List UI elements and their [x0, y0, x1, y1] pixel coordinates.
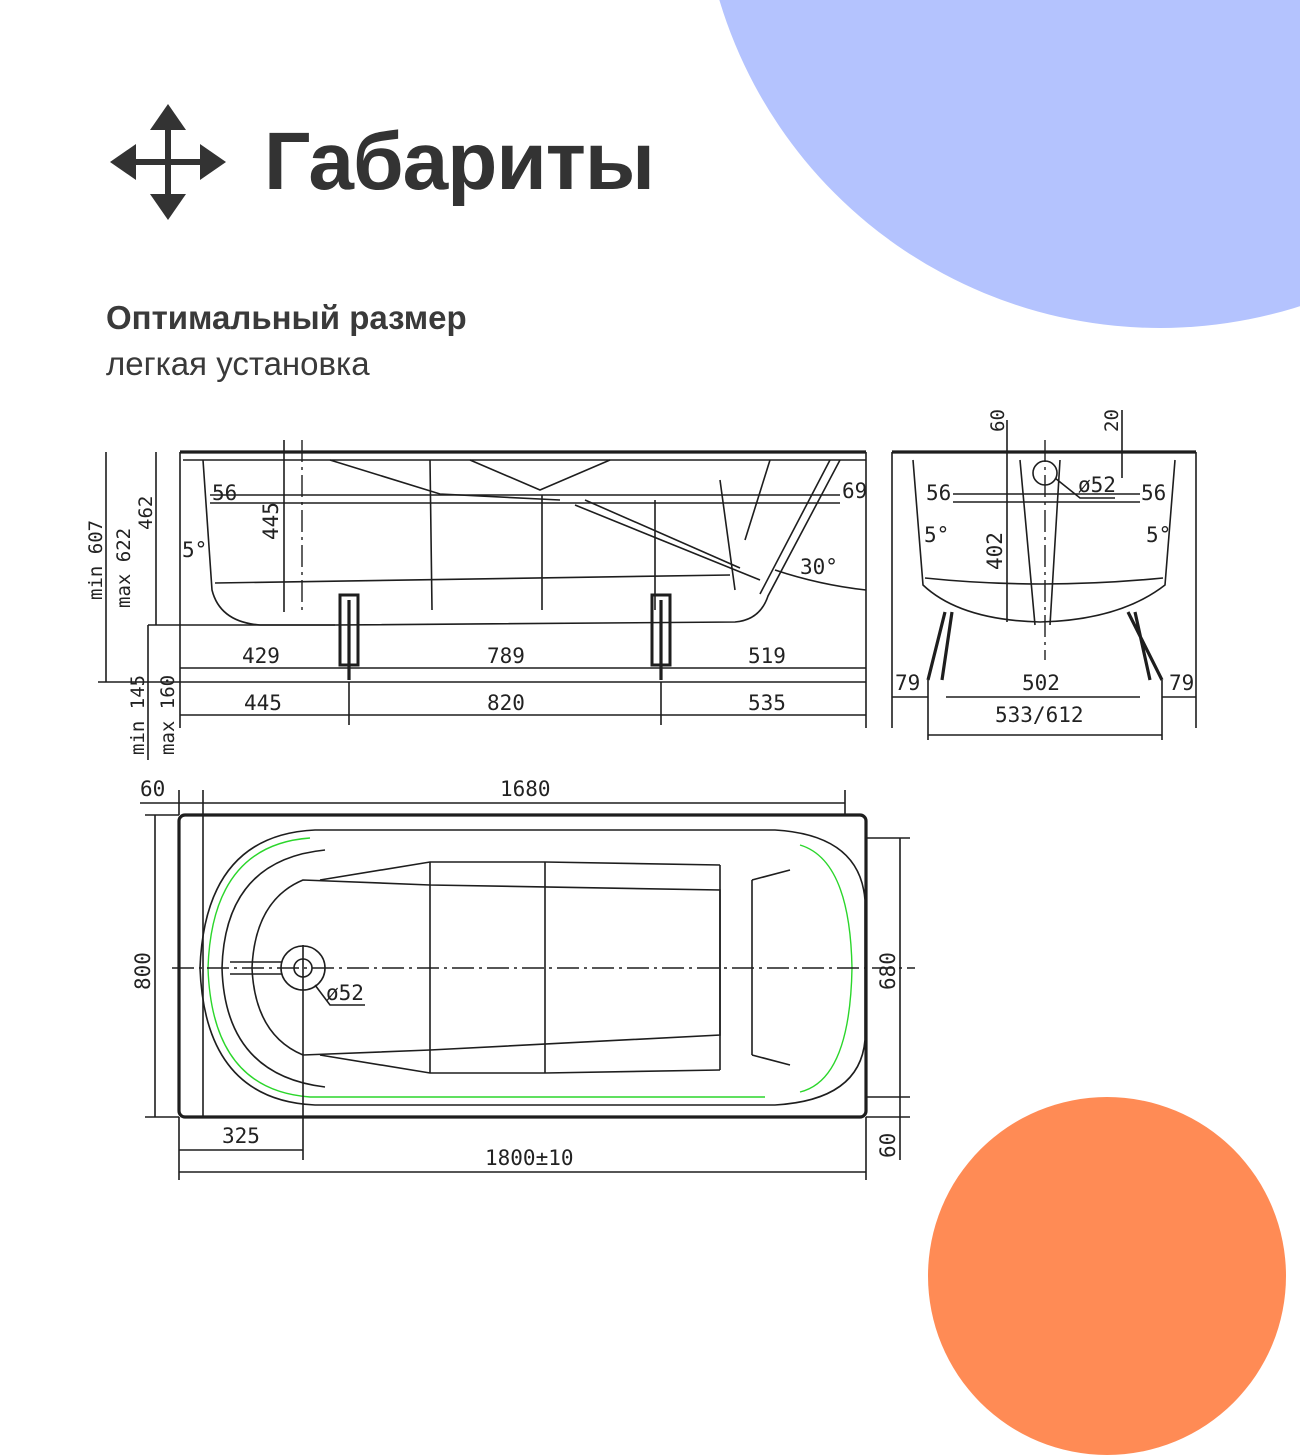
dim-519: 519 — [748, 644, 786, 668]
dim-789: 789 — [487, 644, 525, 668]
dim-max-160: max 160 — [157, 675, 179, 755]
dim-445-legs: 445 — [244, 691, 282, 715]
subtitle: Оптимальный размер — [106, 299, 467, 336]
dim-535: 535 — [748, 691, 786, 715]
dim-56-left: 56 — [926, 481, 951, 505]
dim-min-607: min 607 — [85, 520, 107, 600]
leg-right — [650, 593, 672, 680]
dim-drain-52: ø52 — [1078, 473, 1116, 497]
dim-402: 402 — [983, 532, 1007, 570]
dim-drain-52-top: ø52 — [326, 981, 364, 1005]
dim-max-622: max 622 — [113, 528, 135, 608]
dim-462: 462 — [135, 496, 157, 530]
dim-56: 56 — [212, 481, 237, 505]
dim-325: 325 — [222, 1124, 260, 1148]
dim-rim-60: 60 — [140, 777, 165, 801]
page-title: Габариты — [264, 116, 655, 207]
dim-445: 445 — [259, 502, 283, 540]
dim-820: 820 — [487, 691, 525, 715]
dim-680: 680 — [876, 952, 900, 990]
dim-60-top: 60 — [987, 409, 1009, 432]
dim-69: 69 — [842, 479, 867, 503]
dim-1680: 1680 — [500, 777, 551, 801]
caption: легкая установка — [106, 345, 370, 382]
dim-30deg: 30° — [800, 555, 838, 579]
dim-56-right: 56 — [1141, 481, 1166, 505]
side-view: 445 56 5° 69 30° min 607 max 622 462 min… — [85, 440, 867, 760]
end-view: 60 20 ø52 56 56 5° 5° 402 79 502 79 533/… — [891, 409, 1197, 740]
leg-left — [338, 593, 360, 680]
move-arrows-icon — [110, 104, 226, 220]
dim-502: 502 — [1022, 671, 1060, 695]
technical-drawing: 445 56 5° 69 30° min 607 max 622 462 min… — [85, 409, 1197, 1180]
dim-429: 429 — [242, 644, 280, 668]
dim-533-612: 533/612 — [995, 703, 1084, 727]
dim-5deg: 5° — [182, 538, 207, 562]
dim-5deg-right: 5° — [1146, 523, 1171, 547]
dim-79-right: 79 — [1169, 671, 1194, 695]
dim-20-top: 20 — [1101, 409, 1123, 432]
dim-60-bottom: 60 — [876, 1133, 900, 1158]
dim-min-145: min 145 — [127, 675, 149, 755]
dim-800: 800 — [131, 952, 155, 990]
dim-79-left: 79 — [895, 671, 920, 695]
top-view: ø52 60 1680 800 680 60 325 1800±10 — [131, 777, 915, 1180]
dim-5deg-left: 5° — [924, 523, 949, 547]
dim-1800: 1800±10 — [485, 1146, 574, 1170]
